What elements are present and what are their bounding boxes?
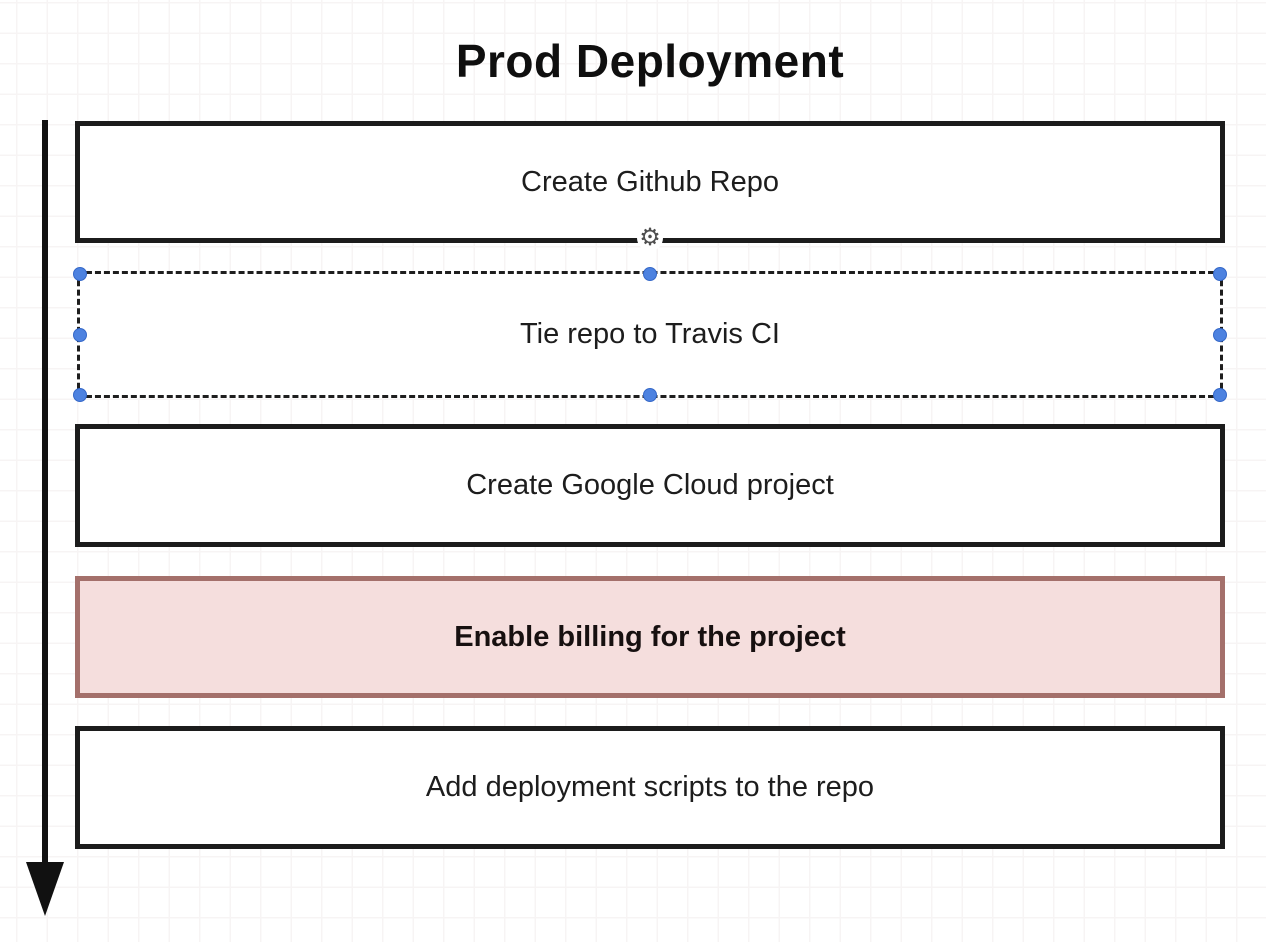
selection-handle-top-left[interactable] bbox=[73, 267, 87, 281]
selection-handle-middle-left[interactable] bbox=[73, 327, 87, 342]
selection-handle-bottom-right[interactable] bbox=[1213, 388, 1227, 402]
flow-node-label: Add deployment scripts to the repo bbox=[425, 771, 875, 803]
flow-node-tie-repo-to-travis-ci[interactable]: Tie repo to Travis CI bbox=[73, 267, 1227, 402]
flow-node-create-github-repo[interactable]: Create Github Repo ⚙ bbox=[75, 121, 1225, 251]
flow-node-add-deployment-scripts[interactable]: Add deployment scripts to the repo bbox=[75, 726, 1225, 849]
gear-connection-icon[interactable]: ⚙ bbox=[637, 225, 663, 251]
flow-arrow-head bbox=[26, 862, 64, 916]
selection-handle-middle-right[interactable] bbox=[1213, 327, 1227, 342]
flow-node-label: Create Github Repo bbox=[521, 165, 779, 198]
selection-handle-top-center[interactable] bbox=[643, 267, 657, 281]
flow-arrow-down[interactable] bbox=[24, 120, 68, 920]
selection-handle-top-right[interactable] bbox=[1213, 267, 1227, 281]
diagram-title[interactable]: Prod Deployment bbox=[455, 35, 845, 87]
flow-node-label: Create Google Cloud project bbox=[466, 469, 834, 501]
flow-node-create-google-cloud-project[interactable]: Create Google Cloud project bbox=[75, 424, 1225, 547]
flow-node-label: Enable billing for the project bbox=[454, 620, 846, 653]
selection-handle-bottom-left[interactable] bbox=[73, 388, 87, 402]
selection-handle-bottom-center[interactable] bbox=[643, 388, 657, 402]
flow-node-label: Tie repo to Travis CI bbox=[519, 318, 780, 350]
flow-node-enable-billing[interactable]: Enable billing for the project bbox=[75, 576, 1225, 698]
